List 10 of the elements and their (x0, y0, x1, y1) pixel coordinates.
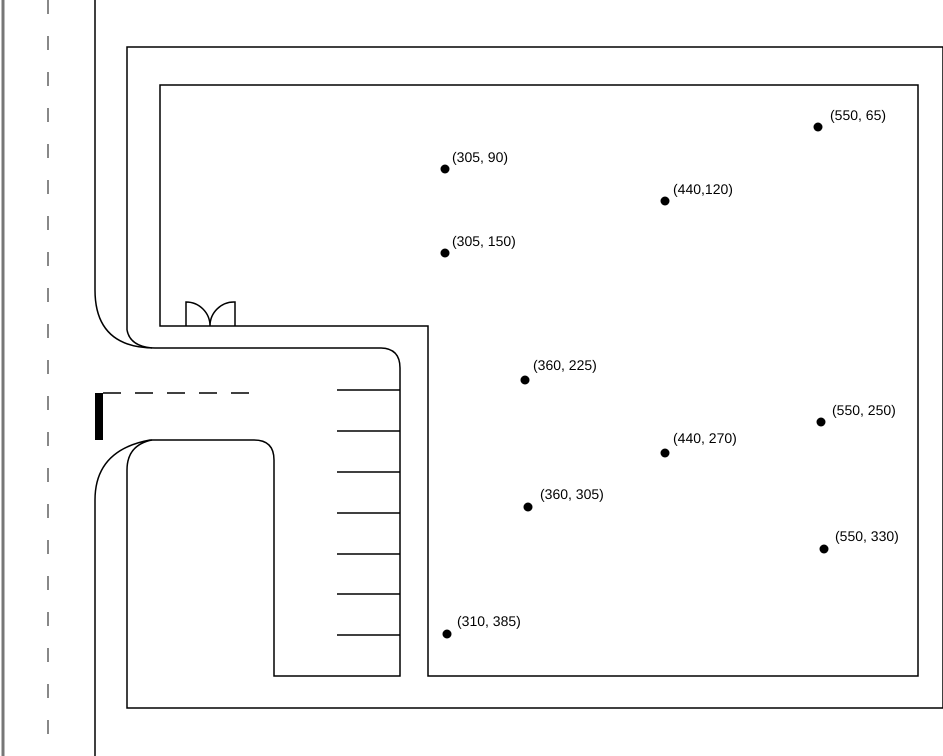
coordinate-label: (305, 150) (452, 233, 516, 249)
coordinate-label: (440,120) (673, 181, 733, 197)
coordinate-label: (550, 65) (830, 107, 886, 123)
coordinate-label: (440, 270) (673, 430, 737, 446)
coordinate-label: (360, 225) (533, 357, 597, 373)
coordinate-label: (310, 385) (457, 613, 521, 629)
coordinate-label: (360, 305) (540, 486, 604, 502)
coordinate-label: (305, 90) (452, 149, 508, 165)
coordinate-label: (550, 330) (835, 528, 899, 544)
coordinate-label: (550, 250) (832, 402, 896, 418)
